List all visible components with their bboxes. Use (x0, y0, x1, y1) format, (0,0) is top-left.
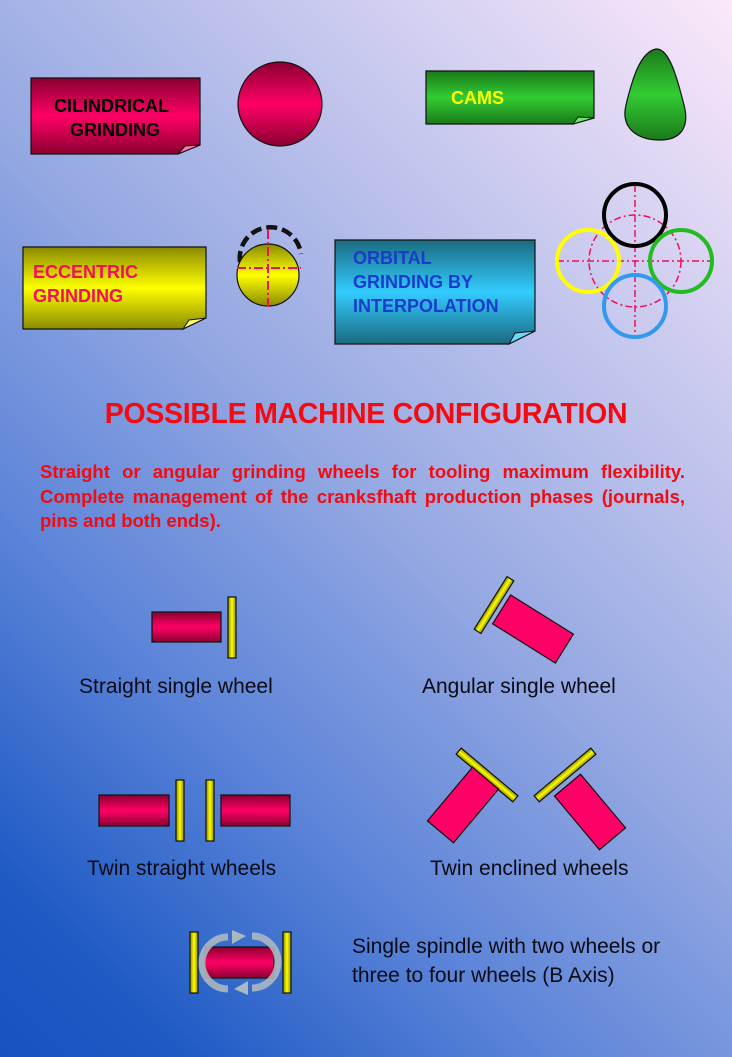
label-line: CILINDRICAL (54, 96, 169, 116)
eccentric-grinding-label-box (22, 246, 207, 331)
label-line: ORBITAL (353, 248, 432, 268)
twin-enclined-wheels-illustration (426, 747, 627, 851)
orbital-grinding-label: ORBITAL GRINDING BY INTERPOLATION (353, 246, 499, 318)
label-line: CAMS (451, 88, 504, 108)
cams-label-box (425, 70, 595, 125)
caption-twin-straight-wheels: Twin straight wheels (87, 857, 277, 880)
caption-straight-single-wheel: Straight single wheel (79, 675, 273, 698)
caption-single-spindle-b-axis: Single spindle with two wheels or three … (352, 932, 660, 990)
caption-angular-single-wheel: Angular single wheel (422, 675, 616, 698)
straight-single-wheel-illustration (151, 596, 237, 659)
eccentric-workpiece-icon (236, 225, 304, 310)
caption-line: three to four wheels (B Axis) (352, 964, 615, 987)
section-title: POSSIBLE MACHINE CONFIGURATION (104, 398, 628, 430)
section-description: Straight or angular grinding wheels for … (40, 461, 685, 531)
orbital-circles-icon (555, 182, 714, 339)
angular-single-wheel-illustration (473, 575, 575, 664)
caption-line: Single spindle with two wheels or (352, 935, 661, 958)
cam-profile-icon (624, 48, 687, 141)
cylinder-section-icon (237, 61, 323, 147)
label-line: GRINDING (33, 286, 123, 306)
caption-twin-enclined-wheels: Twin enclined wheels (430, 857, 629, 880)
cilindrical-grinding-label: CILINDRICAL GRINDING (54, 94, 169, 142)
label-line: GRINDING BY (353, 272, 474, 292)
label-line: GRINDING (70, 120, 160, 140)
label-line: INTERPOLATION (353, 296, 499, 316)
cams-label: CAMS (451, 86, 504, 110)
single-spindle-b-axis-illustration (189, 930, 292, 995)
cilindrical-grinding-label-box (30, 77, 201, 155)
label-line: ECCENTRIC (33, 262, 139, 282)
eccentric-grinding-label: ECCENTRIC GRINDING (33, 260, 138, 308)
orbital-grinding-label-box (334, 239, 536, 346)
rotation-arrows-icon (198, 932, 282, 993)
twin-straight-wheels-illustration (98, 779, 291, 842)
